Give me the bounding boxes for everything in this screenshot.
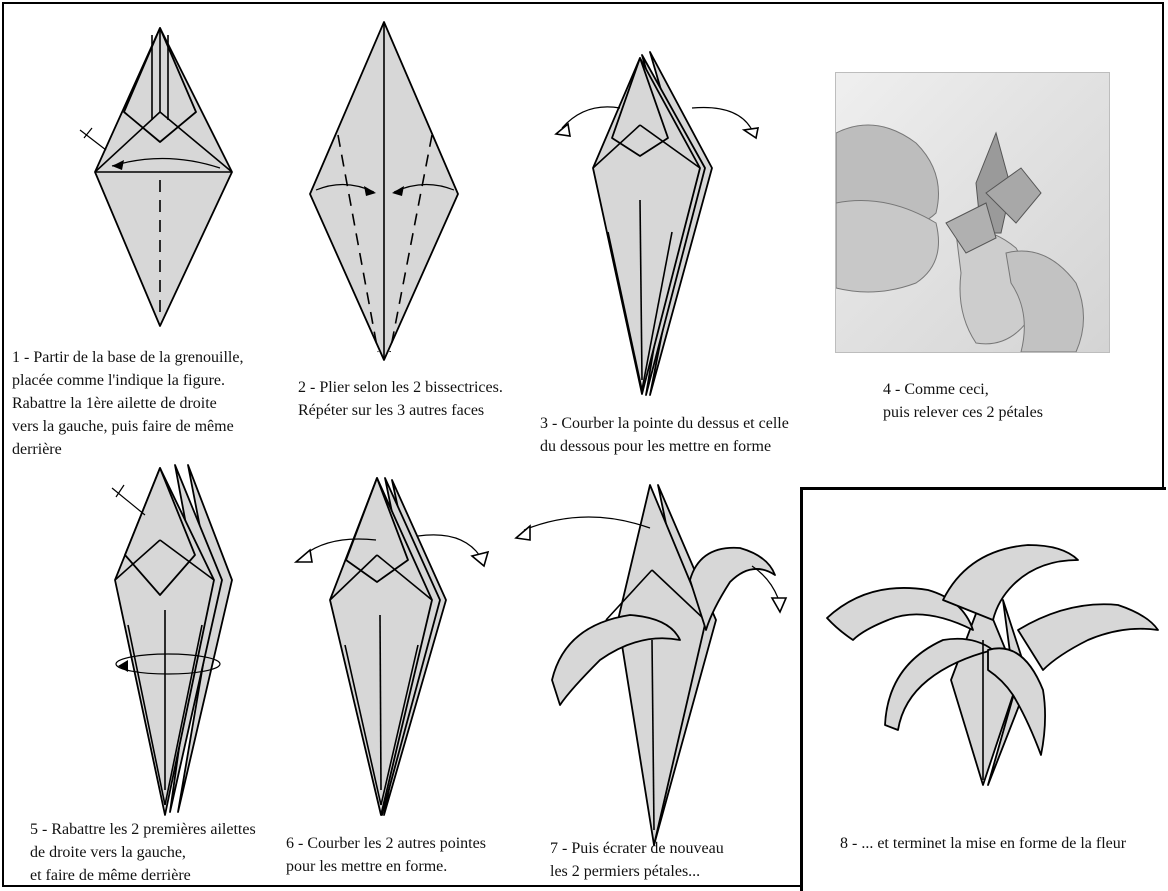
step-1-caption: 1 - Partir de la base de la grenouille, … [12, 346, 302, 461]
step-8-caption: 8 - ... et terminet la mise en forme de … [840, 832, 1162, 855]
step-3-caption: 3 - Courber la pointe du dessus et celle… [540, 412, 840, 458]
step-5-caption: 5 - Rabattre les 2 premières ailettes de… [30, 818, 300, 887]
step-7-figure [516, 485, 786, 845]
step-1-figure [80, 28, 232, 326]
step-6-figure [296, 478, 488, 815]
step-5-figure [112, 465, 232, 815]
step-7-caption: 7 - Puis écrater de nouveau les 2 permie… [550, 837, 790, 883]
step-3-figure [556, 52, 758, 395]
step-2-caption: 2 - Plier selon les 2 bissectrices. Répé… [298, 376, 548, 422]
step-4-caption: 4 - Comme ceci, puis relever ces 2 pétal… [883, 378, 1103, 424]
final-result-panel [800, 487, 1166, 891]
step-2-figure [310, 22, 458, 360]
step-8-flower [827, 545, 1158, 785]
step-6-caption: 6 - Courber les 2 autres pointes pour le… [286, 832, 536, 878]
photo-hands-folding [835, 72, 1110, 353]
